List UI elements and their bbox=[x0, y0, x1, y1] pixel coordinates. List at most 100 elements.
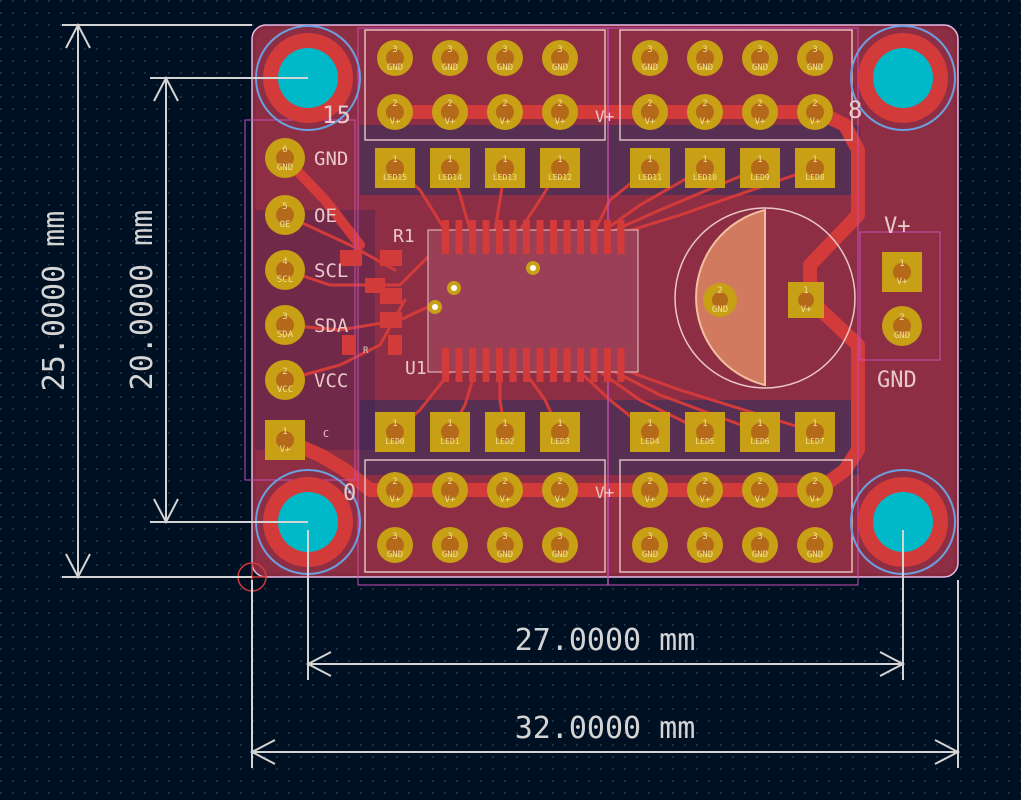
chip-pin bbox=[590, 220, 598, 254]
chip-pin bbox=[577, 220, 584, 254]
pad-led-label: LED2 bbox=[495, 437, 514, 446]
chip-pin bbox=[482, 220, 490, 254]
pad-pin-num: 2 bbox=[502, 99, 507, 109]
smd-components bbox=[340, 250, 540, 355]
pad-led-label: LED4 bbox=[640, 437, 659, 446]
header-vplus-pad-top: 2V+ bbox=[742, 94, 778, 130]
chip-pin bbox=[442, 220, 449, 254]
pad-net-label: VCC bbox=[277, 385, 293, 395]
pad-pin-num: 1 bbox=[557, 155, 562, 165]
header-vplus-pad-bottom: 2V+ bbox=[632, 472, 668, 508]
chip-pin bbox=[617, 348, 625, 382]
pad-net-label: GND bbox=[697, 550, 713, 560]
chip-u1 bbox=[427, 220, 639, 382]
pad-net-label: GND bbox=[277, 163, 293, 173]
pad-pin-num: 2 bbox=[757, 477, 762, 487]
pad-pin-num: 2 bbox=[282, 367, 287, 377]
pad-net-label: GND bbox=[807, 63, 823, 73]
header-vplus-pad-bottom: 2V+ bbox=[377, 472, 413, 508]
chip-pin bbox=[523, 348, 530, 382]
pad-pin-num: 3 bbox=[557, 45, 562, 55]
pad-pin-num: 2 bbox=[757, 99, 762, 109]
power-pin-1: 1V+ bbox=[882, 252, 922, 292]
chip-pin bbox=[523, 220, 530, 254]
led-header-pads: 3GND2V+1LED151LED02V+3GND3GND2V+1LED141L… bbox=[375, 40, 835, 563]
pad-pin-num: 1 bbox=[647, 155, 652, 165]
pad-pin-num: 5 bbox=[282, 202, 287, 212]
silk-r-small: R bbox=[363, 346, 369, 356]
pad-pin-num: 2 bbox=[702, 99, 707, 109]
pad-led-label: LED9 bbox=[750, 173, 769, 182]
chip-pin bbox=[550, 348, 557, 382]
pad-pin-num: 3 bbox=[647, 532, 652, 542]
chip-pin bbox=[550, 220, 557, 254]
pad-net-label: V+ bbox=[555, 117, 566, 127]
pad-net-label: V+ bbox=[700, 117, 711, 127]
pad-pin-num: 1 bbox=[702, 155, 707, 165]
pad-net-label: V+ bbox=[645, 117, 656, 127]
pad-led-label: LED0 bbox=[385, 437, 404, 446]
chip-pin bbox=[442, 348, 449, 382]
pad-led-label: LED10 bbox=[693, 173, 717, 182]
pad-led-label: LED12 bbox=[548, 173, 572, 182]
header-vplus-pad-top: 2V+ bbox=[632, 94, 668, 130]
pad-net-label: V+ bbox=[810, 495, 821, 505]
dimension-20mm-label: 20.0000 mm bbox=[125, 210, 160, 391]
chip-pin bbox=[604, 348, 611, 382]
pad-net-label: V+ bbox=[445, 117, 456, 127]
pad-net-label: OE bbox=[280, 220, 291, 230]
capacitor-pad-vplus: 1 V+ bbox=[788, 282, 824, 318]
header-vplus-pad-bottom: 2V+ bbox=[432, 472, 468, 508]
pad-led-label: LED7 bbox=[805, 437, 824, 446]
chip-pin bbox=[617, 220, 625, 254]
connector-silk-label: SCL bbox=[314, 260, 348, 282]
silk-c-small: C bbox=[323, 429, 329, 440]
pad-pin-num: 3 bbox=[447, 532, 452, 542]
pad-pin-num: 3 bbox=[702, 532, 707, 542]
header-vplus-pad-bottom: 2V+ bbox=[797, 472, 833, 508]
pad-net-label: V+ bbox=[500, 495, 511, 505]
pad-pin-num: 3 bbox=[392, 45, 397, 55]
silk-u1: U1 bbox=[405, 358, 427, 379]
pad-pin-num: 4 bbox=[282, 257, 287, 267]
pad-led-label: LED1 bbox=[440, 437, 459, 446]
pad-net-label: GND bbox=[697, 63, 713, 73]
pad-net-label: GND bbox=[752, 550, 768, 560]
pad-net-label: SCL bbox=[277, 275, 293, 285]
pad-pin-num: 3 bbox=[392, 532, 397, 542]
pad-pin-num: 3 bbox=[702, 45, 707, 55]
pad-pin-num: 2 bbox=[502, 477, 507, 487]
pad-pin-num: 3 bbox=[757, 532, 762, 542]
pad-pin-num: 3 bbox=[812, 45, 817, 55]
chip-pin bbox=[590, 348, 598, 382]
pad-pin-num: 3 bbox=[557, 532, 562, 542]
pad-pin-num: 1 bbox=[392, 419, 397, 429]
pad-led-label: LED13 bbox=[493, 173, 517, 182]
pad-pin-num: 3 bbox=[502, 532, 507, 542]
pad-led-label: LED3 bbox=[550, 437, 569, 446]
pad-net-label: GND bbox=[642, 63, 658, 73]
pad-net-label: V+ bbox=[390, 117, 401, 127]
pad-net-label: SDA bbox=[277, 330, 294, 340]
header-vplus-pad-top: 2V+ bbox=[687, 94, 723, 130]
chip-pin bbox=[509, 348, 517, 382]
pad-pin-num: 1 bbox=[757, 419, 762, 429]
vplus-bus-bottom-label: V+ bbox=[595, 483, 614, 502]
